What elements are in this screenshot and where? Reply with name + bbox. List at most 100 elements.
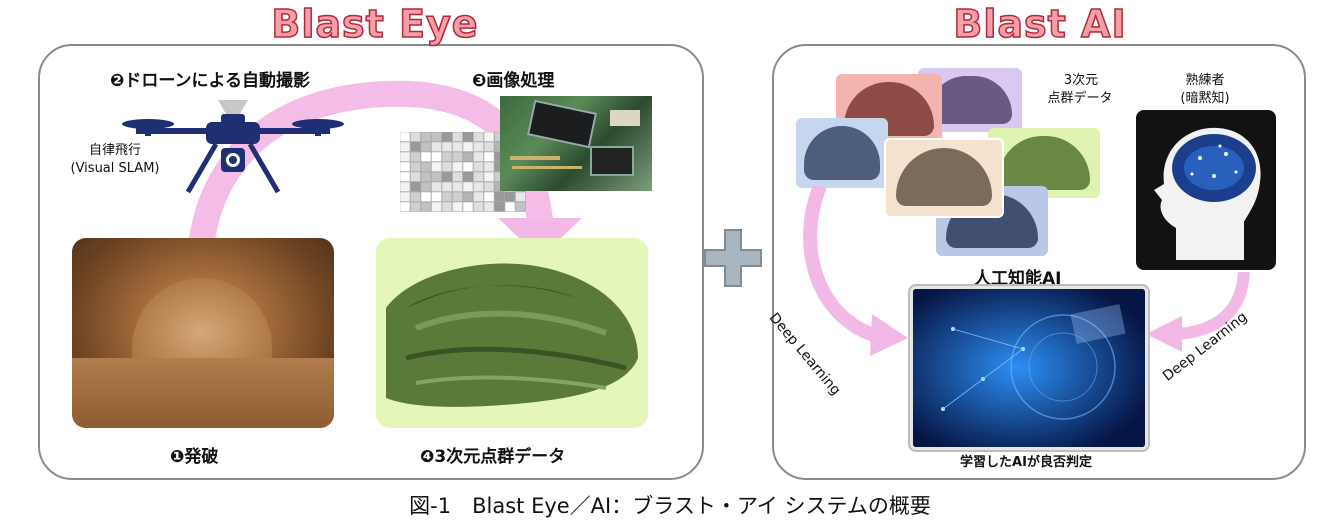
pixel-cell <box>400 151 411 162</box>
pixel-cell <box>462 132 474 142</box>
pixel-cell <box>452 161 463 172</box>
blast-ai-title: Blast AI <box>953 1 1127 47</box>
pixel-cell <box>441 191 453 202</box>
pixel-cell <box>441 171 453 182</box>
pixel-cell <box>420 151 432 162</box>
pixel-cell <box>431 132 442 142</box>
pixel-cell <box>410 171 421 182</box>
pixel-cell <box>410 132 421 142</box>
pixel-cell <box>400 181 411 192</box>
auto-flight-label: 自律飛行 <box>88 143 141 158</box>
pixel-cell <box>420 181 432 192</box>
pixel-cell <box>420 171 432 182</box>
pixel-cell <box>431 171 442 182</box>
blasting-tunnel-photo <box>72 238 334 428</box>
pixel-cell <box>473 171 484 182</box>
pixel-cell <box>420 161 432 172</box>
pixel-cell <box>410 151 421 162</box>
pixel-cell <box>483 191 495 202</box>
point-cloud-tile-blue <box>796 118 888 188</box>
pixel-cell <box>473 141 484 152</box>
pixel-cell <box>462 161 474 172</box>
pixel-cell <box>462 141 474 152</box>
pixel-cell <box>400 141 411 152</box>
pixel-cell <box>483 201 495 212</box>
expert-label-line2: (暗黙知) <box>1180 91 1230 106</box>
image-processing-label: ❸画像処理 <box>472 71 555 91</box>
blast-eye-title: Blast Eye <box>271 1 479 47</box>
expert-label-line1: 熟練者 <box>1185 73 1225 88</box>
deep-learning-arrow-left <box>803 186 908 356</box>
point-cloud-tile-tan <box>884 138 1004 218</box>
point-cloud-tile-purple <box>918 68 1022 132</box>
pixel-cell <box>441 132 453 142</box>
pixel-cell <box>452 132 463 142</box>
ai-monitor <box>910 286 1148 450</box>
pixel-cell <box>473 201 484 212</box>
deep-learning-arrow-right <box>1146 272 1250 352</box>
pixel-cell <box>441 151 453 162</box>
pixel-cell <box>473 132 484 142</box>
pixel-cell <box>452 141 463 152</box>
pixel-cell <box>462 191 474 202</box>
ai-judge-label: 学習したAIが良否判定 <box>960 455 1092 470</box>
pixel-cell <box>483 171 495 182</box>
pixel-cell <box>473 151 484 162</box>
pixel-cell <box>452 191 463 202</box>
pixel-cell <box>400 201 411 212</box>
pixel-cell <box>452 171 463 182</box>
pixel-cell <box>420 141 432 152</box>
pixel-cell <box>494 191 505 202</box>
pixel-cell <box>473 181 484 192</box>
drone-icon <box>122 100 344 194</box>
point-cloud-data-line2: 点群データ <box>1047 91 1113 106</box>
pixel-cell <box>452 181 463 192</box>
pixel-cell <box>400 191 411 202</box>
pixel-cell <box>452 201 463 212</box>
visual-slam-label: (Visual SLAM) <box>70 161 160 176</box>
pixel-cell <box>473 191 484 202</box>
point-cloud-label: ❹3次元点群データ <box>420 447 566 467</box>
blasting-label: ❶発破 <box>170 447 219 467</box>
figure-caption: 図-1 Blast Eye／AI：ブラスト・アイ システムの概要 <box>409 494 931 518</box>
drone-label: ❷ドローンによる自動撮影 <box>110 71 311 91</box>
pixel-cell <box>431 181 442 192</box>
pixel-cell <box>431 201 442 212</box>
pixel-cell <box>483 132 495 142</box>
pixel-cell <box>410 141 421 152</box>
pixel-cell <box>462 201 474 212</box>
pixel-cell <box>441 181 453 192</box>
pixel-cell <box>431 151 442 162</box>
pixel-cell <box>462 181 474 192</box>
expert-head-image <box>1136 110 1276 270</box>
pixel-cell <box>441 201 453 212</box>
pixel-cell <box>483 141 495 152</box>
pixel-cell <box>441 141 453 152</box>
point-cloud-data-line1: 3次元 <box>1063 73 1099 88</box>
pixel-cell <box>504 191 516 202</box>
pixel-cell <box>420 201 432 212</box>
pixel-cell <box>483 161 495 172</box>
pixel-cell <box>410 161 421 172</box>
pixel-cell <box>410 191 421 202</box>
pixel-cell <box>494 201 505 212</box>
pixel-cell <box>420 191 432 202</box>
pixel-cell <box>515 201 526 212</box>
pixel-cell <box>504 201 516 212</box>
pixel-cell <box>515 191 526 202</box>
pixel-cell <box>410 201 421 212</box>
ai-label: 人工知能AI <box>974 269 1062 289</box>
pixel-cell <box>441 161 453 172</box>
point-cloud-tile-green <box>988 128 1100 198</box>
pixel-cell <box>400 132 411 142</box>
pixel-cell <box>431 161 442 172</box>
pixel-cell <box>431 141 442 152</box>
pixel-cell <box>431 191 442 202</box>
pixel-cell <box>400 171 411 182</box>
pixel-cell <box>462 171 474 182</box>
pixel-cell <box>473 161 484 172</box>
pixel-cell <box>483 151 495 162</box>
plus-icon <box>704 229 762 287</box>
pixel-cell <box>462 151 474 162</box>
point-cloud-photo <box>376 238 648 428</box>
